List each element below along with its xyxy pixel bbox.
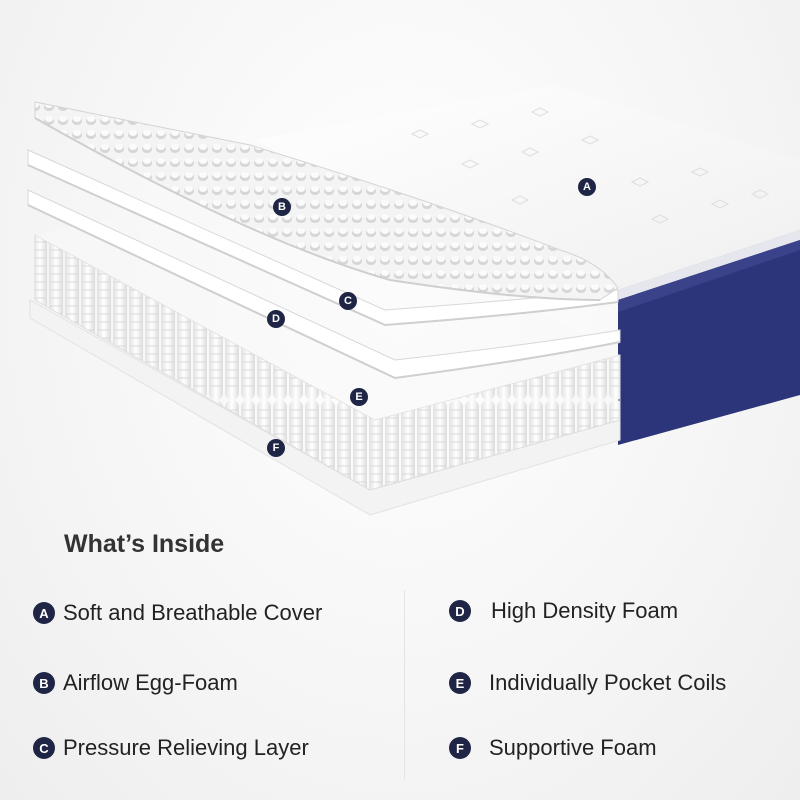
legend-badge-b: B xyxy=(33,672,55,694)
legend-badge-f: F xyxy=(449,737,471,759)
legend-item-d: D High Density Foam xyxy=(449,598,678,624)
high-density-foam-layer xyxy=(27,189,621,380)
egg-foam-layer xyxy=(34,101,619,301)
mattress-top-cover xyxy=(255,85,800,290)
legend-badge-c: C xyxy=(33,737,55,759)
legend-label-d: High Density Foam xyxy=(491,598,679,623)
marker-f: F xyxy=(267,439,285,457)
legend-badge-d: D xyxy=(449,600,471,622)
marker-e: E xyxy=(350,388,368,406)
mattress-illustration xyxy=(27,85,800,516)
marker-c: C xyxy=(339,292,357,310)
legend-label-b: Airflow Egg-Foam xyxy=(63,670,238,695)
legend-label-c: Pressure Relieving Layer xyxy=(63,735,309,760)
marker-a: A xyxy=(578,178,596,196)
marker-b: B xyxy=(273,198,291,216)
legend-badge-e: E xyxy=(449,672,471,694)
legend-badge-a: A xyxy=(33,602,55,624)
legend-item-e: E Individually Pocket Coils xyxy=(449,670,726,696)
legend-item-f: F Supportive Foam xyxy=(449,735,657,761)
pressure-relieving-layer xyxy=(27,149,619,327)
legend-item-c: C Pressure Relieving Layer xyxy=(33,735,309,761)
legend-label-a: Soft and Breathable Cover xyxy=(63,600,323,625)
marker-d: D xyxy=(267,310,285,328)
legend-item-b: B Airflow Egg-Foam xyxy=(33,670,238,696)
mattress-side-panel xyxy=(618,230,800,445)
legend-label-f: Supportive Foam xyxy=(489,735,657,760)
legend-item-a: A Soft and Breathable Cover xyxy=(33,600,322,626)
section-title: What’s Inside xyxy=(64,530,225,558)
legend-divider xyxy=(404,590,405,780)
legend-label-e: Individually Pocket Coils xyxy=(489,670,727,695)
